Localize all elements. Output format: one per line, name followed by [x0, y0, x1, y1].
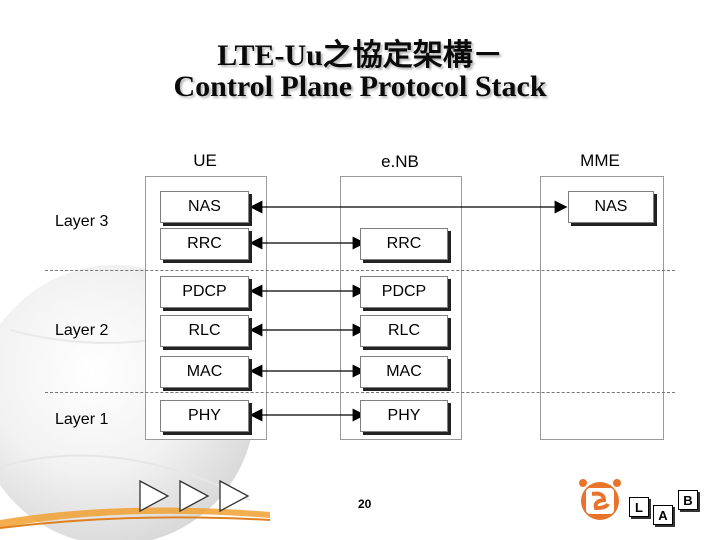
- enb-rlc-box: RLC: [360, 315, 448, 347]
- mme-nas-box: NAS: [568, 191, 654, 223]
- enb-mac-box: MAC: [360, 356, 448, 388]
- ue-phy-box: PHY: [160, 400, 249, 432]
- page-number: 20: [358, 497, 372, 511]
- logo-icon: [579, 479, 621, 520]
- layer-2-label: Layer 2: [55, 322, 109, 339]
- slide-title-line1: LTE-Uu之協定架構－: [217, 39, 503, 72]
- enb-node: [340, 176, 462, 440]
- enb-phy-box: PHY: [360, 400, 448, 432]
- layer-3-label: Layer 3: [55, 213, 109, 230]
- ue-rrc-box: RRC: [160, 228, 249, 260]
- slide-title-line2: Control Plane Protocol Stack: [173, 70, 547, 103]
- enb-rrc-box: RRC: [360, 228, 448, 260]
- layer2-layer1-separator: [45, 392, 675, 393]
- ue-mac-box: MAC: [160, 356, 249, 388]
- footer-key-l: L: [629, 497, 649, 517]
- mme-column-header: MME: [580, 151, 620, 170]
- footer-key-b: B: [678, 490, 698, 510]
- ue-pdcp-box: PDCP: [160, 276, 249, 308]
- ue-column-header: UE: [193, 151, 217, 170]
- ue-nas-box: NAS: [160, 191, 249, 223]
- layer-1-label: Layer 1: [55, 411, 109, 428]
- layer3-layer2-separator: [45, 270, 675, 271]
- footer-key-a: A: [653, 505, 673, 525]
- enb-column-header: e.NB: [381, 152, 419, 171]
- enb-pdcp-box: PDCP: [360, 276, 448, 308]
- ue-rlc-box: RLC: [160, 315, 249, 347]
